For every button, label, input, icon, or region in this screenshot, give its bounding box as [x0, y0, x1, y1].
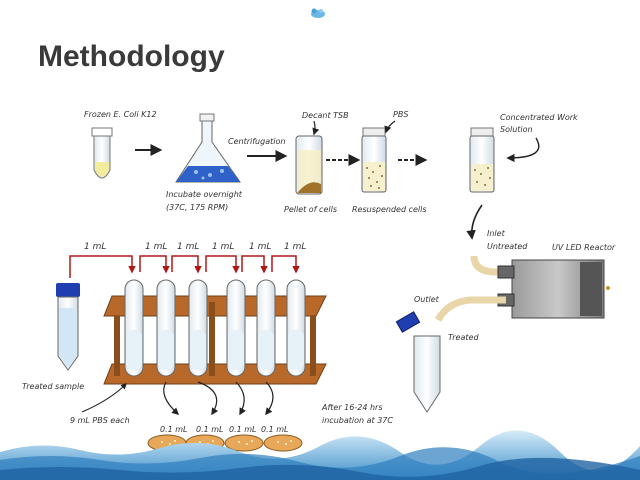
label-reactor: UV LED Reactor — [552, 243, 616, 252]
label-transfer-1: 1 mL — [84, 242, 106, 252]
arrow-pbs-icon — [384, 120, 396, 134]
label-transfer-6: 1 mL — [284, 242, 306, 252]
dilution-tubes — [124, 279, 306, 377]
label-treated: Treated — [448, 333, 479, 342]
label-inlet: Inlet — [487, 229, 506, 238]
inlet-tube-icon — [470, 255, 506, 276]
frozen-tube-icon — [91, 127, 113, 179]
petri-dish-icon — [224, 434, 264, 452]
label-transfer-4: 1 mL — [212, 242, 234, 252]
label-plate-4: 0.1 mL — [261, 425, 289, 434]
label-after-1: After 16-24 hrs — [321, 403, 383, 412]
treated-sample-tube-icon — [56, 283, 80, 371]
label-pellet: Pellet of cells — [284, 205, 337, 214]
dilution-tube-icon — [226, 279, 246, 377]
flask-icon — [175, 113, 241, 183]
label-outlet: Outlet — [414, 295, 440, 304]
label-concentrated-2: Solution — [500, 125, 533, 134]
uv-reactor-icon — [497, 259, 610, 319]
label-plate-2: 0.1 mL — [196, 425, 224, 434]
label-untreated: Untreated — [487, 242, 528, 251]
arrow-down-icon — [466, 204, 483, 240]
petri-dish-icon — [263, 434, 303, 452]
dilution-tube-icon — [286, 279, 306, 377]
label-plate-1: 0.1 mL — [160, 425, 188, 434]
resuspended-tube-icon — [361, 127, 387, 193]
transfer-arrows-icon — [69, 255, 300, 278]
label-incubate-1: Incubate overnight — [166, 190, 243, 199]
label-pbs-each: 9 mL PBS each — [70, 416, 130, 425]
arrow-concentrated-icon — [506, 137, 540, 163]
label-transfer-5: 1 mL — [249, 242, 271, 252]
label-after-2: incubation at 37C — [322, 416, 393, 425]
petri-dishes — [147, 434, 303, 452]
top-logo-icon — [311, 8, 325, 18]
plating-arrows-icon — [163, 381, 274, 416]
dilution-tube-icon — [124, 279, 144, 377]
dilution-tube-icon — [156, 279, 176, 377]
arrow-decant-icon — [312, 120, 320, 136]
label-frozen: Frozen E. Coli K12 — [84, 110, 157, 119]
concentrated-tube-icon — [469, 127, 495, 193]
label-centrifugation: Centrifugation — [228, 137, 285, 146]
label-concentrated-1: Concentrated Work — [500, 113, 578, 122]
treated-tube-icon — [395, 311, 441, 413]
dilution-tube-icon — [188, 279, 208, 377]
arrow-pbs-each-icon — [81, 383, 127, 413]
label-treated-sample: Treated sample — [22, 382, 84, 391]
label-transfer-2: 1 mL — [145, 242, 167, 252]
label-decant: Decant TSB — [302, 111, 349, 120]
label-transfer-3: 1 mL — [177, 242, 199, 252]
pellet-tube-icon — [295, 135, 323, 195]
label-incubate-2: (37C, 175 RPM) — [166, 203, 228, 212]
dilution-tube-icon — [256, 279, 276, 377]
water-footer-decoration — [0, 430, 640, 480]
label-pbs: PBS — [393, 110, 408, 119]
outlet-tube-icon — [434, 296, 506, 322]
label-resuspended: Resuspended cells — [352, 205, 427, 214]
slide-title: Methodology — [38, 40, 225, 73]
label-plate-3: 0.1 mL — [229, 425, 257, 434]
